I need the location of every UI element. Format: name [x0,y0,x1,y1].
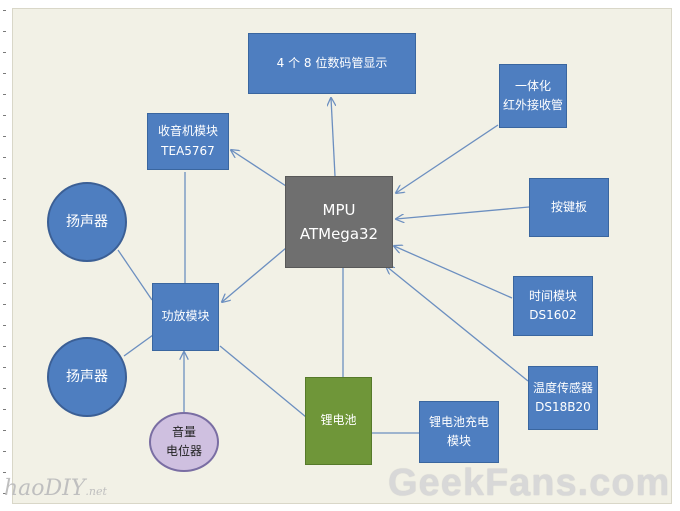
margin-tick [3,472,6,473]
edge-speaker-top-amp [117,249,153,301]
watermark-haodiy-suffix: .net [85,485,107,498]
margin-tick [3,325,6,326]
speaker-top-label: 扬声器 [66,213,108,230]
edge-ir-mpu [396,124,499,193]
speaker-bottom-node: 扬声器 [47,337,127,417]
margin-tick [3,94,6,95]
edge-mpu-display [331,98,335,177]
margin-tick [3,283,6,284]
mpu-label: MPU [322,201,356,219]
display-node: 4 个 8 位数码管显示 [248,33,416,94]
margin-tick [3,220,6,221]
watermark-geekfans: GeekFans.com [388,462,671,504]
margin-tick [3,199,6,200]
time-module-node: 时间模块 DS1602 [513,276,593,336]
margin-tick [3,304,6,305]
amplifier-label: 功放模块 [161,309,210,324]
margin-tick [3,52,6,53]
margin-tick [3,388,6,389]
temp-sensor-node: 温度传感器 DS18B20 [528,366,598,430]
radio-module-label: 收音机模块 [157,124,218,139]
time-module-label: 时间模块 [528,288,577,303]
radio-module-node: 收音机模块 TEA5767 [147,113,229,170]
charger-line1: 锂电池充电 [428,414,489,429]
margin-tick [3,10,6,11]
battery-label: 锂电池 [320,413,357,428]
mpu-chip: ATMega32 [299,225,379,243]
edge-amp-battery [219,345,307,418]
watermark-haodiy-text: haoDIY [4,476,86,501]
margin-tick [3,115,6,116]
edge-speaker-bottom-amp [123,334,154,357]
charger-line2: 模块 [446,434,471,448]
margin-tick [3,178,6,179]
margin-tick [3,367,6,368]
radio-module-chip: TEA5767 [161,143,215,158]
edge-mpu-amp [222,247,287,302]
volume-pot-node: 音量 电位器 [149,412,219,472]
volume-pot-line2: 电位器 [165,444,202,458]
temp-sensor-label: 温度传感器 [532,380,593,395]
battery-node: 锂电池 [305,377,372,465]
time-module-chip: DS1602 [529,308,577,322]
margin-tick [3,409,6,410]
speaker-top-node: 扬声器 [47,182,127,262]
margin-tick [3,31,6,32]
mpu-node: MPU ATMega32 [285,176,393,268]
temp-sensor-chip: DS18B20 [535,400,591,414]
margin-tick [3,451,6,452]
margin-marks [3,0,9,511]
margin-tick [3,346,6,347]
keypad-node: 按键板 [529,178,609,237]
ir-receiver-line1: 一体化 [514,78,551,93]
ir-receiver-line2: 红外接收管 [502,98,563,112]
volume-pot-line1: 音量 [171,424,196,439]
watermark-haodiy: haoDIY.net [4,476,107,501]
margin-tick [3,241,6,242]
display-label: 4 个 8 位数码管显示 [276,55,388,70]
ir-receiver-node: 一体化 红外接收管 [499,64,567,128]
margin-tick [3,73,6,74]
keypad-label: 按键板 [550,199,587,214]
charger-node: 锂电池充电 模块 [419,401,499,463]
margin-tick [3,136,6,137]
speaker-bottom-label: 扬声器 [66,368,108,385]
edge-temp-mpu [386,266,529,382]
margin-tick [3,157,6,158]
amplifier-node: 功放模块 [152,283,219,351]
edge-time-mpu [394,246,513,299]
margin-tick [3,430,6,431]
margin-tick [3,262,6,263]
edge-mpu-radio [231,150,287,187]
edge-keys-mpu [396,206,530,219]
margin-tick [3,493,6,494]
